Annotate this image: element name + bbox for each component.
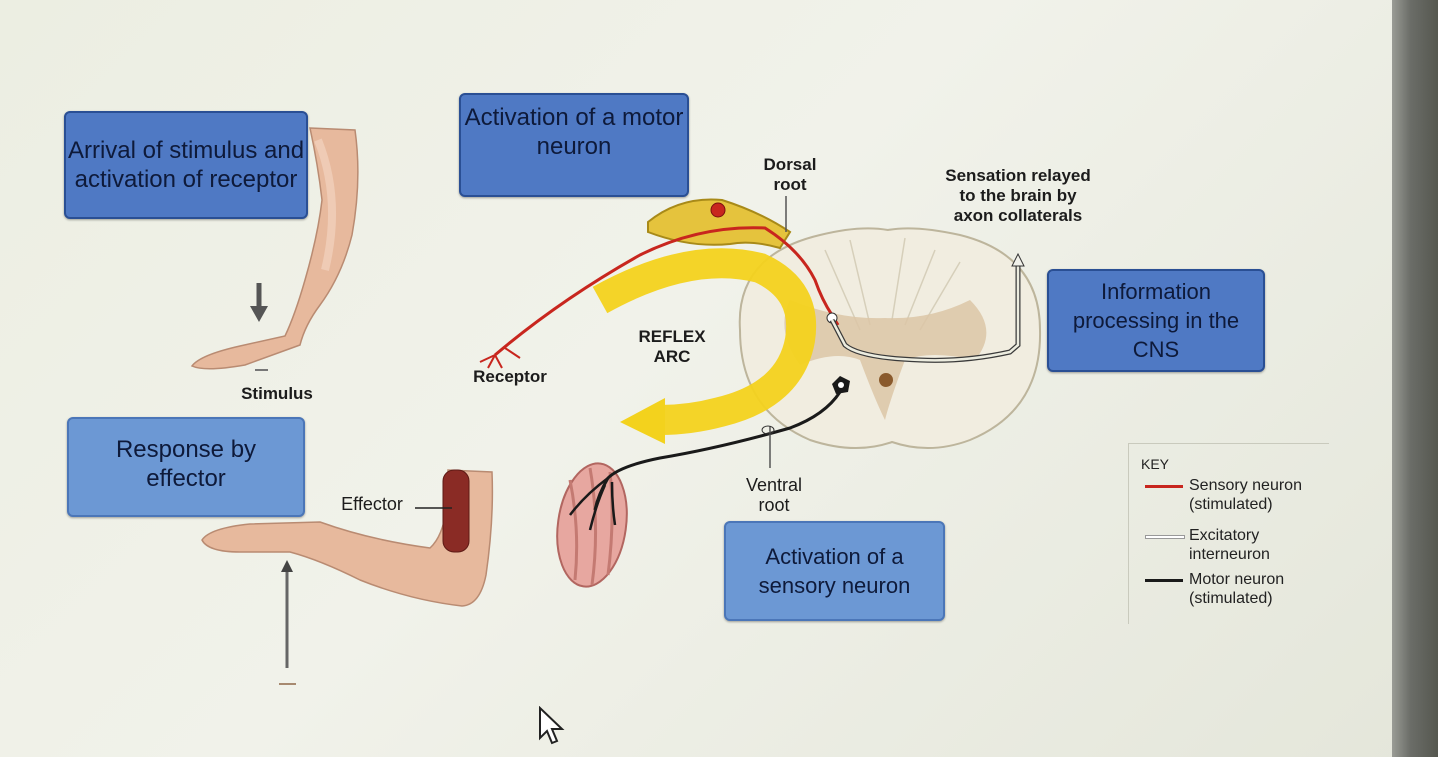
- label-sensation: Sensation relayed to the brain by axon c…: [945, 166, 1091, 225]
- monitor-edge: [1392, 0, 1438, 757]
- legend-label-sensory: Sensory neuron (stimulated): [1189, 477, 1302, 513]
- label-ventral-root: Ventral root: [745, 475, 803, 515]
- receptor-endings: [479, 347, 521, 369]
- legend-label-interneuron: Excitatory interneuron: [1189, 527, 1270, 563]
- motor-cell-body: [832, 376, 850, 394]
- label-effector: Effector: [341, 494, 403, 514]
- interneuron-path: [830, 262, 1020, 362]
- step-box-information: Information processing in the CNS: [1047, 269, 1265, 372]
- mouse-cursor-icon: [539, 706, 565, 745]
- step-box-motor: Activation of a motor neuron: [459, 93, 689, 197]
- label-dorsal-root: Dorsal root: [763, 155, 817, 194]
- step-text-sensory: Activation of a sensory neuron: [758, 544, 911, 598]
- up-arrowhead-icon: [1011, 252, 1025, 267]
- step-text-response: Response by effector: [115, 436, 257, 492]
- label-reflex-arc: REFLEX ARC: [638, 327, 706, 366]
- spinal-cord-illustration: [738, 227, 1042, 449]
- up-arrow-icon: [279, 560, 296, 685]
- step-box-sensory: Activation of a sensory neuron: [724, 521, 945, 621]
- step-text-motor: Activation of a motor neuron: [464, 104, 684, 160]
- motor-end-plates: [569, 476, 617, 531]
- ventral-root-node: [761, 425, 775, 435]
- step-text-information: Information processing in the CNS: [1072, 279, 1240, 362]
- legend: KEY Sensory neuron (stimulated) Excitato…: [1128, 443, 1329, 624]
- arm-stimulus-illustration: [190, 127, 359, 370]
- legend-swatch-sensory: [1145, 485, 1183, 488]
- dorsal-root-ganglion: [647, 198, 792, 250]
- legend-title: KEY: [1141, 456, 1170, 472]
- step-text-arrival: Arrival of stimulus and activation of re…: [67, 137, 305, 193]
- reflex-arc-arrow: [592, 248, 817, 444]
- label-receptor: Receptor: [473, 367, 547, 386]
- arm-effector-illustration: [201, 469, 494, 607]
- legend-swatch-interneuron: [1145, 535, 1185, 539]
- down-arrow-icon: [250, 283, 268, 322]
- label-stimulus: Stimulus: [241, 384, 313, 403]
- step-box-arrival: Arrival of stimulus and activation of re…: [64, 111, 308, 219]
- legend-label-motor: Motor neuron (stimulated): [1189, 571, 1285, 607]
- step-box-response: Response by effector: [67, 417, 305, 517]
- legend-swatch-motor: [1145, 579, 1183, 582]
- sensory-cell-body: [710, 202, 726, 218]
- sensory-neuron-path: [494, 226, 840, 357]
